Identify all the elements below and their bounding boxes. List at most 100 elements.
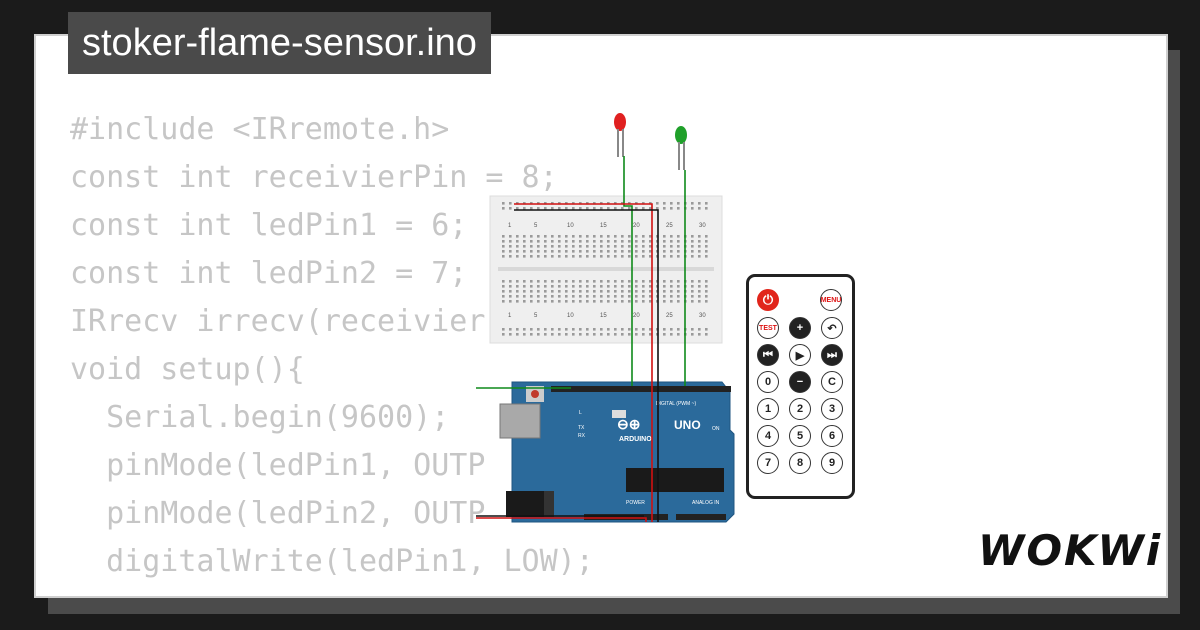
remote-button[interactable]: MENU [820,289,842,311]
breadboard-hole [628,250,631,253]
breadboard-hole [663,255,666,258]
breadboard-hole [593,250,596,253]
breadboard-hole [691,280,694,283]
breadboard-hole [502,328,505,331]
breadboard-hole [579,333,582,336]
breadboard-hole [670,255,673,258]
breadboard-hole [628,295,631,298]
breadboard-hole [502,235,505,238]
remote-button[interactable]: 6 [821,425,843,447]
remote-button[interactable]: + [789,317,811,339]
breadboard-hole [698,290,701,293]
breadboard-hole [677,290,680,293]
breadboard-hole [565,280,568,283]
remote-button[interactable]: ⏮ [757,344,779,366]
remote-button[interactable]: C [821,371,843,393]
breadboard-hole [551,295,554,298]
remote-button[interactable]: 2 [789,398,811,420]
remote-button[interactable]: 3 [821,398,843,420]
breadboard-hole [572,240,575,243]
remote-button[interactable]: 8 [789,452,811,474]
breadboard-hole [537,207,540,210]
breadboard-hole [607,235,610,238]
remote-button[interactable]: ⏻ [757,289,779,311]
breadboard-hole [642,295,645,298]
bb-number: 1 [508,313,512,319]
breadboard-hole [537,300,540,303]
breadboard-hole [579,300,582,303]
breadboard-hole [670,207,673,210]
breadboard-hole [691,202,694,205]
breadboard-hole [705,290,708,293]
breadboard-hole [586,250,589,253]
breadboard-hole [593,240,596,243]
remote-button[interactable]: ▶ [789,344,811,366]
breadboard-hole [600,295,603,298]
remote-button[interactable]: TEST [757,317,779,339]
remote-button[interactable]: ⏭ [821,344,843,366]
breadboard-hole [635,250,638,253]
breadboard-hole [621,245,624,248]
remote-button[interactable]: 0 [757,371,779,393]
breadboard-hole [544,280,547,283]
breadboard-hole [551,328,554,331]
code-line: void setup(){ [70,352,305,387]
bb-number: 15 [600,313,607,319]
breadboard-hole [530,333,533,336]
breadboard-hole [698,255,701,258]
breadboard-hole [621,255,624,258]
breadboard-hole [572,295,575,298]
breadboard-hole [614,295,617,298]
remote-button[interactable]: ↶ [821,317,843,339]
breadboard-hole [530,280,533,283]
breadboard-hole [593,333,596,336]
breadboard-hole [523,245,526,248]
breadboard-hole [516,333,519,336]
remote-button[interactable]: 4 [757,425,779,447]
remote-button[interactable]: − [789,371,811,393]
breadboard-hole [516,235,519,238]
breadboard-hole [502,333,505,336]
breadboard-hole [698,245,701,248]
wires [476,156,686,522]
breadboard-hole [593,255,596,258]
breadboard-hole [600,328,603,331]
breadboard-hole [642,245,645,248]
breadboard-hole [593,280,596,283]
breadboard-hole [516,285,519,288]
breadboard-hole [544,245,547,248]
remote-button[interactable]: 9 [821,452,843,474]
breadboard-hole [579,328,582,331]
breadboard-hole [502,295,505,298]
breadboard-hole [691,245,694,248]
code-line: digitalWrite(ledPin1, LOW); [70,544,594,579]
breadboard-hole [691,295,694,298]
breadboard-hole [572,285,575,288]
breadboard-hole [502,240,505,243]
breadboard-hole [516,328,519,331]
breadboard-hole [621,280,624,283]
breadboard-hole [558,250,561,253]
breadboard-hole [572,290,575,293]
breadboard-hole [635,295,638,298]
breadboard-hole [593,300,596,303]
breadboard-hole [635,285,638,288]
remote-button[interactable]: 1 [757,398,779,420]
breadboard-hole [579,245,582,248]
remote-button[interactable]: 5 [789,425,811,447]
breadboard-hole [614,255,617,258]
breadboard-hole [663,202,666,205]
breadboard-hole [530,235,533,238]
breadboard-hole [607,300,610,303]
breadboard-hole [614,207,617,210]
breadboard-hole [628,300,631,303]
red-led [614,113,626,157]
breadboard-hole [691,255,694,258]
remote-button[interactable]: 7 [757,452,779,474]
svg-text:⊖⊕: ⊖⊕ [617,416,640,432]
breadboard-hole [502,280,505,283]
breadboard-hole [698,235,701,238]
breadboard-hole [705,202,708,205]
breadboard-hole [537,240,540,243]
breadboard-hole [628,280,631,283]
